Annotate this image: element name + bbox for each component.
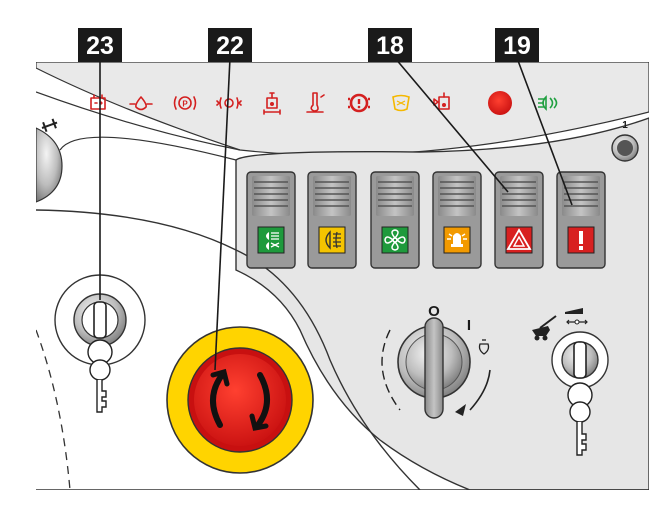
position-one-label: 1	[622, 120, 628, 131]
rocker-switch-headlights[interactable]	[247, 172, 295, 268]
emergency-stop-button[interactable]	[167, 327, 313, 473]
rocker-switch-rotating-beacon[interactable]	[433, 172, 481, 268]
warning-exclamation-icon	[579, 231, 583, 250]
svg-text:19: 19	[503, 32, 531, 60]
svg-text:18: 18	[376, 32, 404, 60]
position-label-off: O	[428, 303, 440, 320]
central-warning-lamp-icon	[488, 91, 512, 115]
rocker-switch-rear-fog-light[interactable]	[308, 172, 356, 268]
callout-23: 23	[78, 28, 122, 62]
svg-text:22: 22	[216, 32, 244, 60]
panel-structure	[36, 62, 649, 490]
rocker-switch-hazard-warning[interactable]	[495, 172, 543, 268]
rocker-switch-fan[interactable]	[371, 172, 419, 268]
callout-18: 18	[368, 28, 412, 62]
callout-19: 19	[495, 28, 539, 62]
svg-text:23: 23	[86, 32, 114, 60]
svg-text:P: P	[182, 100, 188, 109]
callout-22: 22	[208, 28, 252, 62]
position-label-on: I	[467, 317, 471, 334]
